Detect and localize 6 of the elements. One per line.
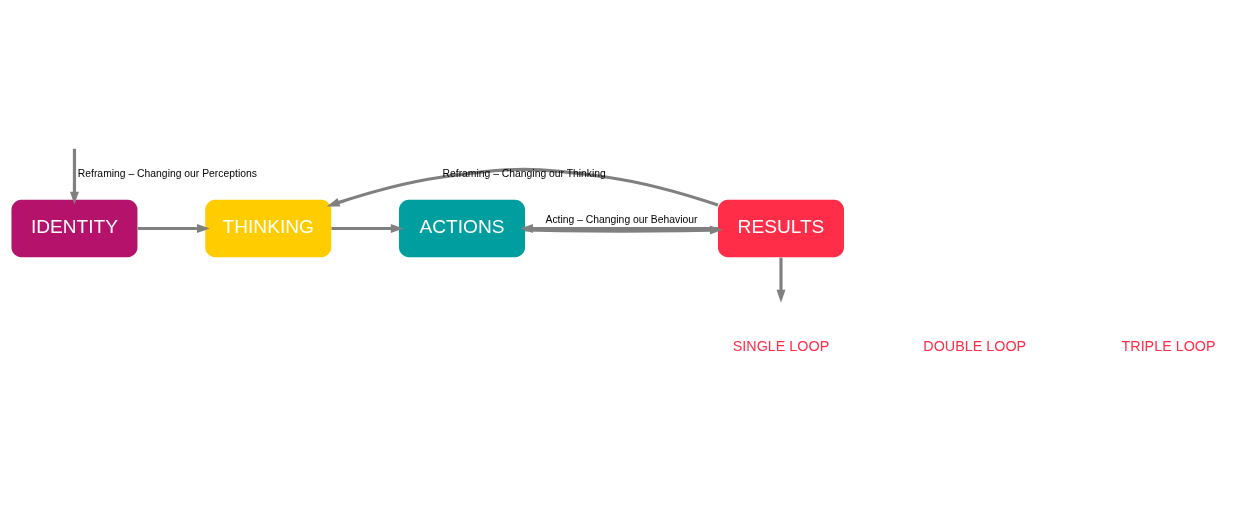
edge-label: Reframing – Changing our Thinking xyxy=(442,167,606,179)
label: TRIPLE LOOP xyxy=(1121,337,1216,354)
label: DOUBLE LOOP xyxy=(923,337,1027,354)
edge-label: Acting – Changing our Behaviour xyxy=(545,214,698,226)
edge-label: Reframing – Changing our Perceptions xyxy=(77,167,257,179)
label: SINGLE LOOP xyxy=(732,337,830,354)
